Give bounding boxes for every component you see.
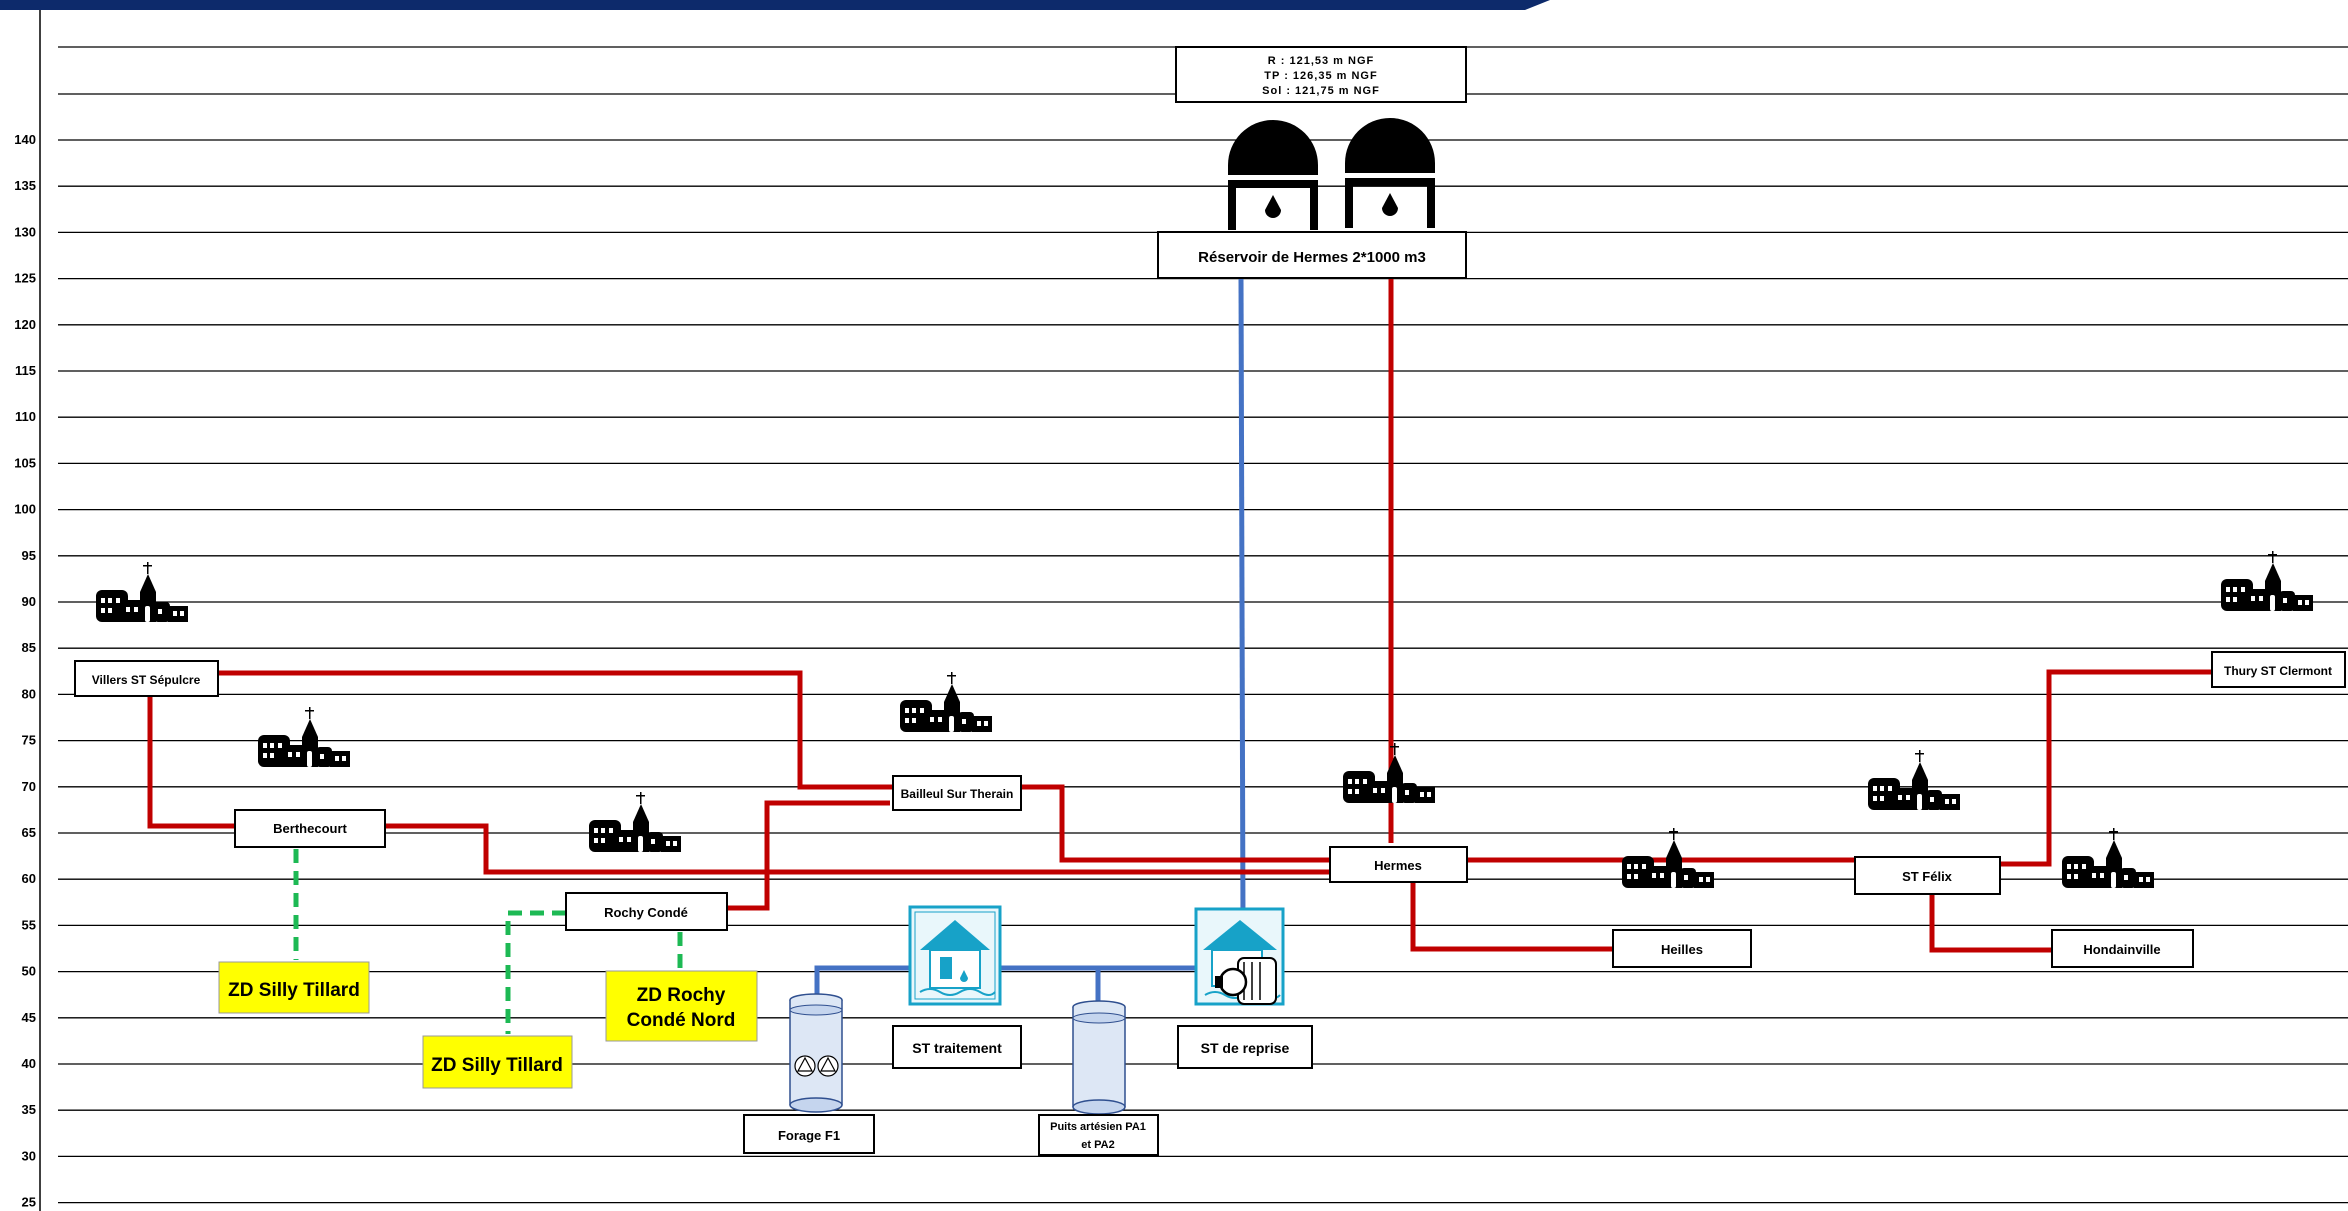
village-icon [2062, 828, 2154, 888]
zd-label-1: ZD Silly Tillard [228, 980, 360, 1001]
reservoir-info-line-3: Sol : 121,75 m NGF [1262, 85, 1380, 97]
village-label-stfelix: ST Félix [1902, 869, 1953, 884]
facility-label-puits-line-2: et PA2 [1081, 1139, 1114, 1151]
village-icon [258, 707, 350, 767]
red-pipe-villers-bailleul [218, 670, 893, 790]
forage-well [789, 993, 843, 1113]
gridlines [58, 46, 2348, 1204]
y-tick-label: 45 [22, 1010, 36, 1025]
red-pipe-stfelix-hondainville [1929, 895, 2052, 953]
y-tick-label: 125 [14, 271, 36, 286]
pump-motor-icon [1215, 957, 1277, 1005]
y-tick-label: 60 [22, 871, 36, 886]
y-tick-label: 30 [22, 1148, 36, 1163]
village-label-heilles: Heilles [1661, 942, 1703, 957]
facility-label-puits-line-1: Puits artésien PA1 [1050, 1121, 1146, 1133]
pumping-station-icon [1194, 907, 1285, 1006]
y-tick-label: 25 [22, 1195, 36, 1210]
header-bar [0, 0, 1550, 10]
village-icon [589, 792, 681, 852]
village-label-thury: Thury ST Clermont [2224, 664, 2332, 678]
y-tick-label: 50 [22, 964, 36, 979]
y-tick-label: 100 [14, 502, 36, 517]
village-icon [900, 672, 992, 732]
red-pipe-stfelix-thury [2000, 669, 2212, 867]
village-label-villers: Villers ST Sépulcre [92, 673, 201, 687]
artesian-well [1072, 1000, 1126, 1115]
y-tick-label: 75 [22, 733, 36, 748]
zd-box [218, 961, 370, 1014]
facility-label-traitement: ST traitement [912, 1040, 1002, 1056]
reservoir-info-box [1175, 46, 1467, 103]
y-tick-label: 140 [14, 132, 36, 147]
red-pipe-berthecourt-hermes [384, 823, 1330, 875]
facility-label-reprise: ST de reprise [1201, 1040, 1290, 1056]
y-tick-label: 35 [22, 1102, 36, 1117]
treatment-station-icon [908, 905, 1002, 1006]
water-tank-icon [1345, 118, 1435, 228]
reservoir-info-line-2: TP : 126,35 m NGF [1264, 70, 1377, 82]
reservoir-label: Réservoir de Hermes 2*1000 m3 [1198, 249, 1426, 266]
y-tick-label: 105 [14, 455, 36, 470]
y-axis-ticks: 140 135 130 125 120 115 110 105 100 95 90 85 80 75 70 6… [14, 132, 36, 1210]
village-label-hondainville: Hondainville [2083, 942, 2160, 957]
zd-label-3-line-1: ZD Rochy [637, 985, 726, 1006]
zd-box [605, 970, 758, 1042]
y-tick-label: 65 [22, 825, 36, 840]
y-tick-label: 55 [22, 917, 36, 932]
red-pipe-rochy-bailleul [727, 800, 890, 911]
village-label-rochy: Rochy Condé [604, 905, 688, 920]
y-tick-label: 130 [14, 224, 36, 239]
reservoir-info-line-1: R : 121,53 m NGF [1268, 55, 1374, 67]
y-tick-label: 85 [22, 640, 36, 655]
red-pipe-hermes-heilles [1410, 882, 1613, 952]
village-icon [1868, 750, 1960, 810]
reservoir-label-box [1157, 231, 1467, 279]
village-label-bailleul: Bailleul Sur Therain [901, 787, 1014, 801]
blue-pipes [814, 277, 1246, 1030]
y-tick-label: 95 [22, 548, 36, 563]
facility-label-forage: Forage F1 [778, 1128, 840, 1143]
zd-label-2: ZD Silly Tillard [431, 1055, 563, 1076]
y-tick-label: 115 [15, 363, 36, 378]
reservoir-group: R : 121,53 m NGF TP : 126,35 m NGF Sol :… [1157, 46, 1467, 279]
pump-icon [794, 1055, 839, 1077]
village-icon [2221, 551, 2313, 611]
zd-label-3-line-2: Condé Nord [627, 1010, 736, 1031]
green-pipes [293, 849, 683, 1034]
y-tick-label: 90 [22, 594, 36, 609]
distribution-zones: ZD Silly Tillard ZD Silly Tillard ZD Roc… [218, 961, 758, 1089]
village-labels: Villers ST Sépulcre Berthecourt Rochy Co… [74, 651, 2346, 968]
y-tick-label: 135 [14, 178, 36, 193]
red-pipes [147, 278, 2212, 953]
village-label-hermes: Hermes [1374, 858, 1422, 873]
village-icon [96, 562, 188, 622]
y-tick-label: 40 [22, 1056, 36, 1071]
y-tick-label: 70 [22, 779, 36, 794]
green-pipe-rochy-zd2 [505, 910, 566, 1034]
blue-pipe-reservoir-to-reprise [1238, 277, 1246, 926]
red-pipe-villers-berthecourt [147, 696, 235, 829]
red-pipe-bailleul-hermes [1022, 784, 1330, 863]
y-tick-label: 120 [14, 317, 36, 332]
zd-box [422, 1035, 573, 1089]
y-tick-label: 110 [15, 409, 36, 424]
water-tank-icon [1228, 120, 1318, 230]
village-label-berthecourt: Berthecourt [273, 821, 347, 836]
y-tick-label: 80 [22, 686, 36, 701]
